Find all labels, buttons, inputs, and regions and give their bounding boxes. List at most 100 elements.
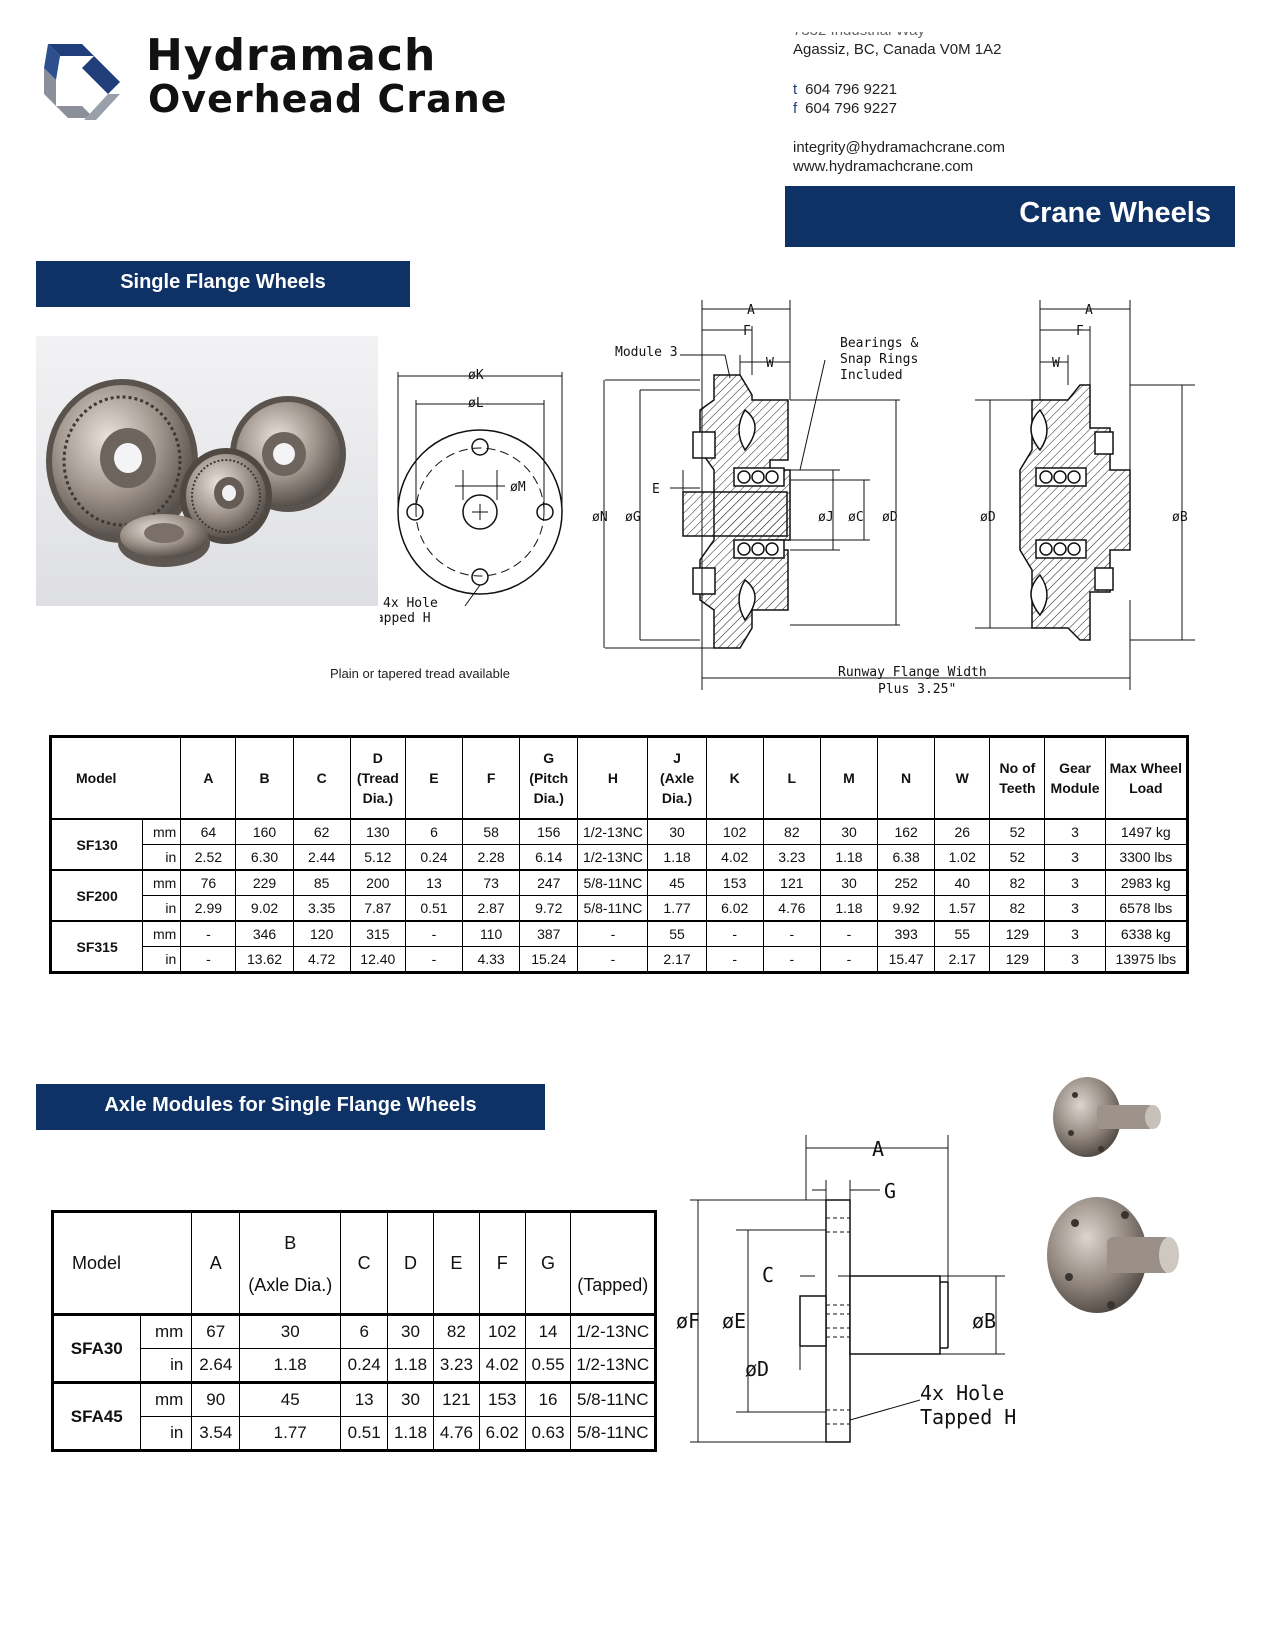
- table-cell: 45: [647, 869, 707, 896]
- col-header-k: K: [705, 736, 764, 820]
- table-cell: 13: [404, 869, 464, 896]
- col-header-e: E: [404, 736, 464, 820]
- table-cell: 1/2-13NC: [577, 844, 649, 871]
- table-cell: 393: [877, 920, 936, 947]
- table-cell: 2983 kg: [1104, 869, 1189, 896]
- table-cell: 1.18: [387, 1348, 434, 1383]
- table-cell: 130: [349, 818, 406, 845]
- bearings-label-2: Snap Rings: [840, 352, 918, 367]
- model-cell: SFA45: [52, 1381, 141, 1451]
- table-cell: 247: [519, 869, 579, 896]
- col-header-b: B: [235, 736, 294, 820]
- table-cell: 64: [180, 818, 237, 845]
- table-cell: 4.02: [478, 1348, 526, 1383]
- axle-col-header-a: A: [191, 1211, 241, 1315]
- table-cell: 162: [877, 818, 936, 845]
- table-cell: 1.18: [239, 1348, 342, 1383]
- table-cell: 9.02: [235, 895, 294, 922]
- unit-cell: in: [142, 946, 182, 973]
- axle-hole-label-2: Tapped H: [920, 1405, 1016, 1429]
- axle-module-drawing: A G C øF øE øB øD 4x Hole Tapped H: [676, 1135, 1016, 1443]
- table-cell: 2.64: [191, 1348, 241, 1383]
- dim-f-label-right: F: [1076, 324, 1084, 339]
- fax-prefix: f: [793, 100, 798, 117]
- table-cell: 153: [478, 1381, 526, 1417]
- table-cell: 2.17: [647, 946, 707, 973]
- hole-label-2: Tapped H: [380, 611, 431, 626]
- axle-col-header-h: (Tapped): [570, 1211, 656, 1315]
- table-cell: 6.30: [235, 844, 294, 871]
- table-cell: -: [180, 946, 237, 973]
- table-cell: 52: [989, 844, 1046, 871]
- table-cell: -: [705, 946, 764, 973]
- table-cell: 4.72: [292, 946, 351, 973]
- table-cell: 16: [524, 1381, 572, 1417]
- table-cell: 26: [934, 818, 991, 845]
- table-cell: -: [819, 920, 879, 947]
- table-cell: 200: [349, 869, 406, 896]
- table-cell: 0.63: [524, 1416, 572, 1451]
- table-cell: 30: [647, 818, 707, 845]
- col-header-n: N: [877, 736, 936, 820]
- table-cell: 9.92: [877, 895, 936, 922]
- table-cell: 3.23: [432, 1348, 480, 1383]
- table-cell: 160: [235, 818, 294, 845]
- table-cell: 1.18: [819, 844, 879, 871]
- table-cell: 121: [762, 869, 821, 896]
- axle-dim-e-label: øE: [722, 1309, 746, 1333]
- table-cell: 2.52: [180, 844, 237, 871]
- table-cell: 3300 lbs: [1104, 844, 1189, 871]
- table-cell: 102: [705, 818, 764, 845]
- model-cell: SF315: [49, 920, 144, 973]
- table-cell: 129: [989, 946, 1046, 973]
- col-header-model: Model: [49, 736, 182, 820]
- table-cell: 3.23: [762, 844, 821, 871]
- table-cell: 5/8-11NC: [577, 869, 649, 896]
- table-cell: 62: [292, 818, 351, 845]
- runway-label-1: Runway Flange Width: [838, 665, 987, 680]
- table-cell: 121: [432, 1381, 480, 1417]
- address-line-2: Agassiz, BC, Canada V0M 1A2: [793, 41, 1002, 58]
- table-cell: 1.18: [819, 895, 879, 922]
- table-cell: 1.77: [239, 1416, 342, 1451]
- table-cell: 1.18: [387, 1416, 434, 1451]
- dim-k-label: øK: [468, 368, 484, 383]
- website-link[interactable]: www.hydramachcrane.com: [793, 158, 974, 175]
- table-cell: 387: [519, 920, 579, 947]
- table-cell: 0.55: [524, 1348, 572, 1383]
- page-title-banner: Crane Wheels: [785, 186, 1235, 247]
- table-cell: -: [180, 920, 237, 947]
- table-cell: -: [577, 920, 649, 947]
- email-link[interactable]: integrity@hydramachcrane.com: [793, 139, 1005, 156]
- table-cell: 3: [1044, 844, 1106, 871]
- dim-g-label: øG: [625, 510, 641, 525]
- dim-w-label: W: [766, 356, 774, 371]
- phone-number: 604 796 9221: [805, 81, 897, 98]
- table-cell: 156: [519, 818, 579, 845]
- table-cell: 153: [705, 869, 764, 896]
- hole-label-1: 4x Hole: [383, 596, 438, 611]
- table-cell: 55: [647, 920, 707, 947]
- axle-dim-a-label: A: [872, 1137, 884, 1161]
- table-cell: 13: [340, 1381, 389, 1417]
- model-cell: SF130: [49, 818, 144, 871]
- axle-dim-g-label: G: [884, 1179, 896, 1203]
- table-cell: 102: [478, 1313, 526, 1349]
- table-cell: 5/8-11NC: [570, 1416, 656, 1451]
- table-cell: 4.33: [462, 946, 521, 973]
- unit-cell: in: [139, 1348, 193, 1383]
- unit-cell: in: [139, 1416, 193, 1451]
- col-header-m: M: [819, 736, 879, 820]
- table-cell: 82: [989, 869, 1046, 896]
- table-cell: 7.87: [349, 895, 406, 922]
- axle-modules-banner: Axle Modules for Single Flange Wheels: [36, 1084, 545, 1130]
